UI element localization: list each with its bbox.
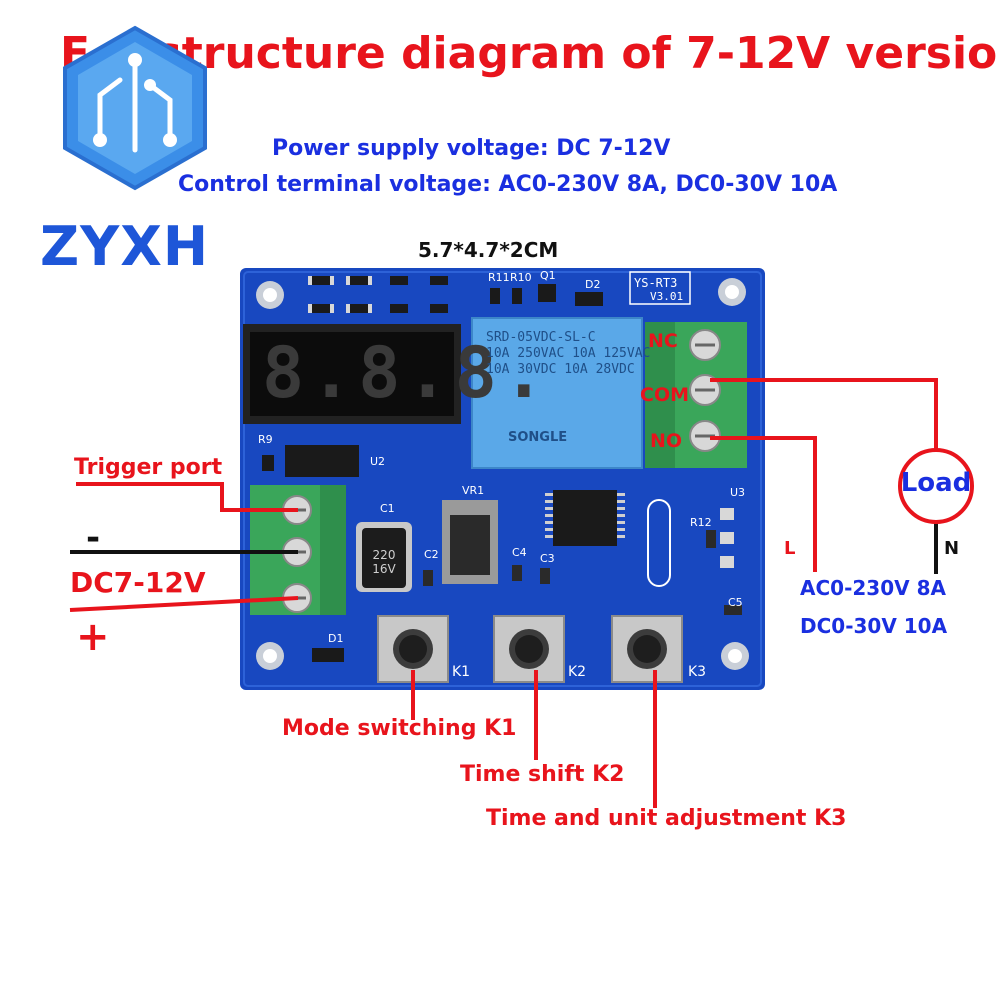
microcontroller-ic <box>545 490 625 546</box>
button-k1 <box>377 615 449 683</box>
ac-rating-label: AC0-230V 8A <box>800 576 946 600</box>
label-r9: R9 <box>258 433 273 446</box>
diagram-title: E... structure diagram of 7-12V version <box>60 28 1000 79</box>
capacitor-text: 220 16V <box>372 548 396 576</box>
relay-rating-ac: 10A 250VAC 10A 125VAC <box>486 346 651 361</box>
line-l-label: L <box>784 538 796 559</box>
button-k2 <box>493 615 565 683</box>
label-k3: K3 <box>688 664 707 680</box>
label-d2: D2 <box>585 278 601 291</box>
seven-segment-display <box>243 324 461 424</box>
label-k2: K2 <box>568 664 587 680</box>
time-unit-adjust-label: Time and unit adjustment K3 <box>486 806 847 831</box>
output-terminal-block <box>645 322 747 468</box>
load-circle <box>898 448 974 524</box>
dc-rating-label: DC0-30V 10A <box>800 614 948 638</box>
terminal-com-label: COM <box>640 384 690 406</box>
button-k3 <box>611 615 683 683</box>
smd-resistors <box>312 276 448 313</box>
label-c1: C1 <box>380 502 395 515</box>
label-r10: R10 <box>510 271 532 284</box>
electrolytic-capacitor <box>356 522 412 592</box>
label-c5: C5 <box>728 596 743 609</box>
plus-label: + <box>76 614 110 660</box>
label-r11: R11 <box>488 271 510 284</box>
label-u2: U2 <box>370 455 386 468</box>
trigger-port-label: Trigger port <box>74 455 223 480</box>
terminal-no-label: NO <box>650 430 683 452</box>
neutral-n-label: N <box>944 538 960 559</box>
power-spec: Power supply voltage: DC 7-12V <box>272 136 671 161</box>
label-q1: Q1 <box>540 269 556 282</box>
dimensions-label: 5.7*4.7*2CM <box>418 238 559 262</box>
label-c2: C2 <box>424 548 439 561</box>
label-vr1: VR1 <box>462 484 485 497</box>
label-r12: R12 <box>690 516 712 529</box>
mode-switching-label: Mode switching K1 <box>282 716 517 741</box>
board-version: V3.01 <box>650 290 684 303</box>
relay-rating-dc: 10A 30VDC 10A 28VDC <box>486 362 635 377</box>
logo-hexagon-icon <box>63 25 207 191</box>
display-digits: 8.8.8. <box>262 332 551 414</box>
voltage-regulator <box>442 500 498 584</box>
label-u3: U3 <box>730 486 746 499</box>
terminal-nc-label: NC <box>648 330 678 352</box>
board-model: YS-RT3 <box>634 276 678 290</box>
load-label: Load <box>900 468 972 498</box>
minus-label: - <box>86 518 101 558</box>
mounting-hole-icon <box>256 278 749 670</box>
time-shift-label: Time shift K2 <box>460 762 625 787</box>
dc-voltage-label: DC7-12V <box>70 566 206 599</box>
control-spec: Control terminal voltage: AC0-230V 8A, D… <box>178 172 838 197</box>
label-c3: C3 <box>540 552 555 565</box>
relay-model: SRD-05VDC-SL-C <box>486 330 596 345</box>
label-d1: D1 <box>328 632 344 645</box>
pcb-board <box>240 268 765 690</box>
wiring <box>69 378 938 808</box>
brand-logo-text: ZYXH <box>40 215 210 278</box>
relay-component <box>471 317 643 469</box>
relay-brand: SONGLE <box>508 430 568 445</box>
label-k1: K1 <box>452 664 471 680</box>
label-c4: C4 <box>512 546 527 559</box>
